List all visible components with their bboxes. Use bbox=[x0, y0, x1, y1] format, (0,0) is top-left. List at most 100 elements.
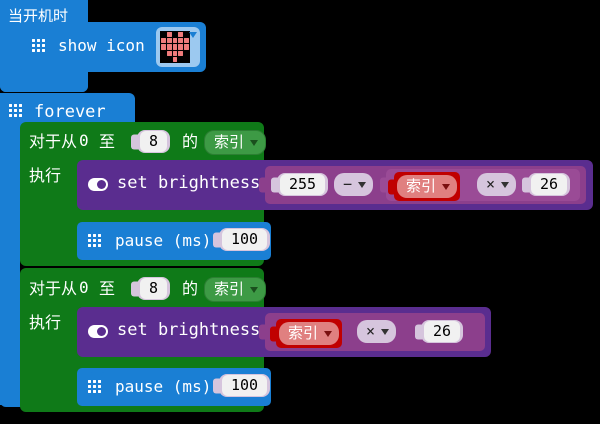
for-loop-1-from-value: 0 bbox=[79, 131, 89, 150]
for-loop-2-top-notch bbox=[32, 268, 49, 273]
plug-notch bbox=[522, 177, 529, 192]
led-pixel bbox=[178, 50, 184, 56]
led-pixel bbox=[172, 32, 178, 38]
show-icon-label: show icon bbox=[58, 36, 145, 55]
plug-notch bbox=[380, 177, 387, 193]
chevron-down-icon[interactable] bbox=[501, 181, 510, 188]
variable-index-name-1: 索引 bbox=[406, 177, 437, 195]
variable-index-highlight-2[interactable]: 索引 bbox=[270, 319, 343, 348]
plug-notch bbox=[271, 177, 278, 192]
forever-label: forever bbox=[34, 102, 106, 122]
led-pixel bbox=[161, 38, 166, 44]
for-loop-1-to-value: 8 bbox=[140, 131, 168, 152]
variable-index-name-2: 索引 bbox=[288, 324, 319, 342]
show-icon-top-notch bbox=[32, 22, 49, 27]
multiply-operator-symbol-1: × bbox=[486, 175, 496, 193]
plug-notch bbox=[259, 324, 266, 340]
led-pixel bbox=[166, 50, 172, 56]
led-pixel bbox=[178, 44, 184, 50]
for-loop-2-of-label: 的 bbox=[182, 279, 199, 298]
led-pixel bbox=[161, 44, 166, 50]
chevron-down-icon[interactable] bbox=[250, 286, 259, 293]
chevron-down-icon[interactable] bbox=[324, 330, 333, 337]
led-pixel bbox=[166, 32, 172, 38]
for-loop-1-of-label: 的 bbox=[182, 132, 199, 151]
led-pixel bbox=[172, 38, 178, 44]
brightness-max-value: 255 bbox=[280, 174, 326, 195]
led-pixel bbox=[184, 44, 189, 50]
variable-index-dropdown-2[interactable]: 索引 bbox=[270, 322, 340, 345]
pause-2-value: 100 bbox=[222, 375, 268, 396]
led-matrix-grid bbox=[160, 31, 190, 63]
toggle-icon bbox=[88, 325, 108, 338]
plug-notch bbox=[270, 326, 277, 341]
led-pixel bbox=[178, 56, 184, 62]
pause-1-value-field[interactable]: 100 bbox=[213, 228, 271, 251]
pause-2-value-field[interactable]: 100 bbox=[213, 374, 271, 397]
for-loop-1-prefix: 对于从 bbox=[29, 132, 78, 151]
chevron-down-icon[interactable] bbox=[381, 328, 390, 335]
minus-operator-dropdown[interactable]: − bbox=[334, 173, 374, 196]
brightness-max-field[interactable]: 255 bbox=[271, 173, 329, 196]
multiply-operator-dropdown-2[interactable]: × bbox=[357, 320, 397, 343]
plug-notch bbox=[259, 177, 266, 193]
multiply-value-field-1[interactable]: 26 bbox=[522, 173, 571, 196]
led-pixel bbox=[178, 32, 184, 38]
for-loop-2-from-value: 0 bbox=[79, 278, 89, 297]
for-loop-2-do-label: 执行 bbox=[29, 313, 62, 332]
toggle-icon bbox=[88, 178, 108, 191]
set-brightness-2-label: set brightness bbox=[117, 320, 261, 340]
led-pixel bbox=[184, 38, 189, 44]
plug-notch bbox=[131, 134, 138, 149]
for-loop-2-to-label: 至 bbox=[99, 279, 116, 298]
led-pixel bbox=[184, 32, 189, 38]
led-pixel bbox=[161, 56, 166, 62]
plug-notch bbox=[213, 232, 220, 247]
pause-1-top-notch bbox=[89, 222, 106, 227]
grid-icon bbox=[88, 380, 103, 395]
for-loop-1-to-field[interactable]: 8 bbox=[131, 130, 171, 153]
pause-1-value: 100 bbox=[222, 229, 268, 250]
set-brightness-1-label: set brightness bbox=[117, 173, 261, 193]
led-pixel bbox=[166, 44, 172, 50]
multiply-operator-symbol-2: × bbox=[366, 322, 376, 340]
for-loop-2-variable-name: 索引 bbox=[214, 280, 245, 298]
led-pixel bbox=[172, 50, 178, 56]
led-matrix-field[interactable] bbox=[156, 27, 200, 67]
variable-index-dropdown-1[interactable]: 索引 bbox=[388, 175, 458, 198]
chevron-down-icon[interactable] bbox=[250, 139, 259, 146]
minus-operator-symbol: − bbox=[343, 175, 353, 193]
multiply-operator-dropdown-1[interactable]: × bbox=[477, 173, 517, 196]
chevron-down-icon[interactable] bbox=[442, 183, 451, 190]
multiply-value-2: 26 bbox=[424, 321, 461, 342]
chevron-down-icon[interactable] bbox=[358, 181, 367, 188]
for-loop-1-variable-dropdown[interactable]: 索引 bbox=[204, 130, 267, 155]
forever-left-column bbox=[0, 93, 20, 405]
for-loop-2-to-field[interactable]: 8 bbox=[131, 277, 171, 300]
led-pixel bbox=[178, 38, 184, 44]
show-icon-block[interactable]: show icon bbox=[20, 22, 206, 72]
plug-notch bbox=[388, 179, 395, 194]
plug-notch bbox=[213, 378, 220, 393]
variable-index-highlight-1[interactable]: 索引 bbox=[388, 172, 461, 201]
pause-2-top-notch bbox=[89, 368, 106, 373]
for-loop-1-variable-name: 索引 bbox=[214, 133, 245, 151]
led-pixel bbox=[161, 50, 166, 56]
multiply-value-1: 26 bbox=[531, 174, 568, 195]
for-loop-2-variable-dropdown[interactable]: 索引 bbox=[204, 277, 267, 302]
grid-icon bbox=[9, 104, 24, 119]
led-pixel bbox=[166, 56, 172, 62]
for-loop-2-to-value: 8 bbox=[140, 278, 168, 299]
led-pixel bbox=[172, 44, 178, 50]
for-loop-1-do-label: 执行 bbox=[29, 166, 62, 185]
pause-2-label: pause (ms) bbox=[115, 377, 212, 396]
led-pixel bbox=[172, 56, 178, 62]
plug-notch bbox=[415, 324, 422, 339]
grid-icon bbox=[32, 39, 47, 54]
chevron-down-icon[interactable] bbox=[189, 32, 197, 38]
led-pixel bbox=[161, 32, 166, 38]
for-loop-2-prefix: 对于从 bbox=[29, 279, 78, 298]
grid-icon bbox=[88, 234, 103, 249]
multiply-value-field-2[interactable]: 26 bbox=[415, 320, 464, 343]
